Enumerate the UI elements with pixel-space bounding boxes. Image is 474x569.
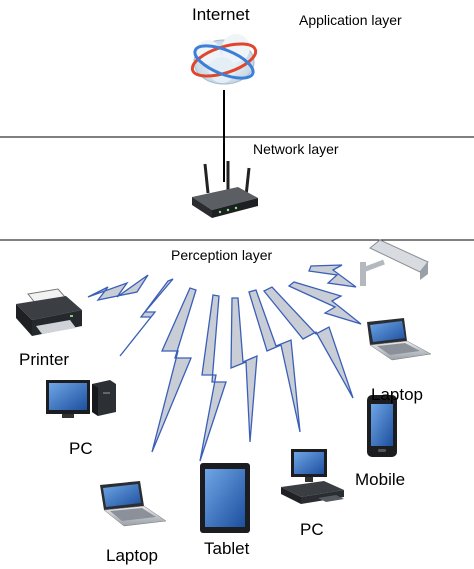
laptop-icon [367,318,432,361]
lightning-bolt-tablet [199,294,227,462]
lightning-bolt-printer [87,274,149,301]
perception-layer-label: Perception layer [171,247,273,263]
wireless-links [87,264,362,462]
pc-icon [281,449,344,504]
printer-label: Printer [19,350,70,369]
mobile-label: Mobile [355,470,406,489]
lightning-bolt-mobile [262,286,354,399]
pc-bottom-label: PC [300,520,324,539]
lightning-bolt-laptop-right [287,281,362,325]
cloud-icon [190,34,258,85]
lightning-bolt-laptop-left [151,287,197,453]
laptop-right-label: Laptop [371,385,423,404]
pc-left-label: PC [69,439,93,458]
network-layer-label: Network layer [253,141,339,157]
security-camera-icon [360,239,429,286]
lightning-bolt-camera [308,264,357,288]
laptop-left-label: Laptop [106,546,158,565]
lightning-bolt-pc-bottom [248,289,301,433]
tablet-label: Tablet [204,539,250,558]
printer-icon [16,288,82,336]
mobile-icon [367,395,397,457]
lightning-bolt-pc [119,278,174,357]
lightning-bolt-center [230,297,258,443]
laptop-icon [100,481,167,527]
internet-label: Internet [192,5,250,24]
router-icon [192,161,258,218]
application-layer-label: Application layer [299,12,402,28]
tablet-icon [200,463,250,533]
pc-icon [46,380,116,418]
